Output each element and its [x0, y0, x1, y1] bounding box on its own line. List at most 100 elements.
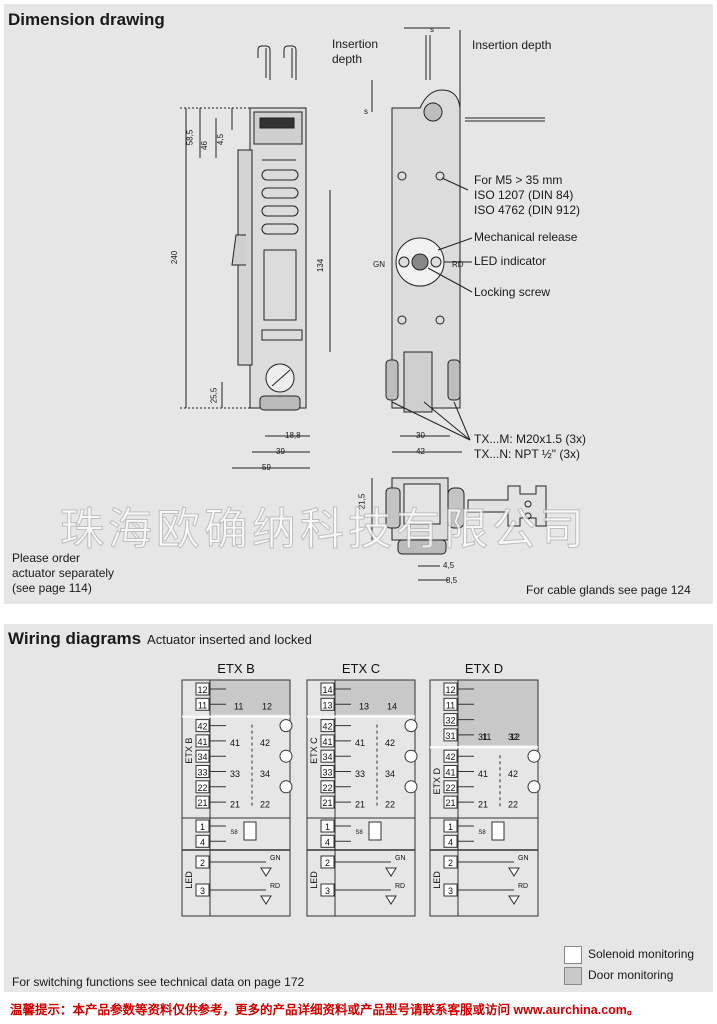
dim-39: 39: [276, 447, 285, 456]
terminal-number: 4: [200, 837, 205, 847]
locking-screw-callout: Locking screw: [474, 285, 551, 299]
terminal-number: 2: [200, 858, 205, 868]
dimension-drawing: [180, 27, 547, 581]
contact-label: 32: [508, 732, 518, 742]
dim-18-8: 18,8: [285, 431, 301, 440]
legend-label-solenoid: Solenoid monitoring: [588, 947, 695, 961]
legend-label-door: Door monitoring: [588, 968, 674, 982]
footer-notice: 温馨提示：本产品参数等资料仅供参考，更多的产品详细资料或产品型号请联系客服或访问…: [10, 1003, 640, 1017]
contact-label: 22: [260, 799, 270, 809]
terminal-number: 42: [197, 722, 207, 732]
door-monitoring-area: [335, 680, 415, 715]
terminal-number: 2: [448, 858, 453, 868]
insertion-depth-label-right: Insertion depth: [472, 38, 552, 52]
rd-label: RD: [452, 260, 464, 269]
contact-label: 31: [478, 732, 488, 742]
led-rd-label: RD: [270, 883, 280, 890]
terminal-number: 11: [446, 700, 455, 710]
contact-label: 11: [234, 702, 243, 712]
terminal-number: 21: [322, 798, 332, 808]
contact-label: 21: [355, 799, 365, 809]
terminal-number: 11: [198, 700, 207, 710]
terminal-number: 4: [325, 837, 330, 847]
contact-label: 22: [385, 799, 395, 809]
legend-swatch-solenoid: [564, 946, 582, 964]
contact-label: 21: [230, 799, 240, 809]
terminal-number: 32: [445, 716, 455, 726]
terminal-number: 22: [322, 783, 332, 793]
monitor-arrow-icon: [404, 749, 418, 763]
contact-label: 34: [385, 769, 395, 779]
dimension-drawing-panel: [4, 4, 713, 604]
terminal-number: 3: [200, 886, 205, 896]
contact-label: 41: [478, 769, 488, 779]
monitor-arrow-icon: [527, 780, 541, 794]
terminal-number: 33: [322, 768, 332, 778]
coil-symbol: S8: [478, 830, 486, 836]
terminal-number: 3: [448, 886, 453, 896]
terminal-number: 1: [325, 822, 330, 832]
terminal-number: 34: [322, 752, 332, 762]
contact-label: 13: [359, 702, 369, 712]
led-side-label: LED: [432, 871, 442, 889]
led-indicator-callout: LED indicator: [474, 254, 547, 268]
terminal-number: 12: [197, 685, 207, 695]
diagram-frame: [181, 679, 291, 917]
dim-30: 30: [416, 431, 425, 440]
terminal-number: 14: [322, 685, 332, 695]
cable-gland-callout: TX...M: M20x1.5 (3x) TX...N: NPT ½" (3x): [474, 432, 587, 461]
diagram-title: ETX B: [217, 661, 255, 676]
led-rd-label: RD: [395, 883, 405, 890]
dim-8-5: 8,5: [446, 576, 458, 585]
terminal-number: 3: [325, 886, 330, 896]
led-gn-icon: [385, 867, 397, 877]
led-gn-icon: [508, 867, 520, 877]
led-side-label: LED: [184, 871, 194, 889]
led-rd-icon: [508, 895, 520, 905]
insertion-depth-label: Insertion depth: [332, 37, 379, 66]
diagram-title: ETX C: [342, 661, 380, 676]
led-rd-label: RD: [518, 883, 528, 890]
terminal-number: 4: [448, 837, 453, 847]
terminal-number: 12: [445, 685, 455, 695]
led-gn-label: GN: [395, 855, 406, 862]
door-monitoring-area: [210, 680, 290, 715]
terminal-number: 1: [448, 822, 453, 832]
led-side-label: LED: [309, 871, 319, 889]
terminal-number: 42: [445, 752, 455, 762]
led-rd-icon: [385, 895, 397, 905]
terminal-number: 34: [197, 752, 207, 762]
contact-label: 34: [260, 769, 270, 779]
legend-swatch-door: [564, 967, 582, 985]
terminal-number: 31: [445, 731, 455, 741]
switching-note: For switching functions see technical da…: [12, 975, 305, 989]
terminal-number: 42: [322, 722, 332, 732]
diagram-title: ETX D: [465, 661, 503, 676]
terminal-number: 22: [197, 783, 207, 793]
diagram-frame: [429, 679, 539, 917]
monitor-arrow-icon: [279, 749, 293, 763]
gn-label: GN: [373, 260, 385, 269]
dim-4-5-b: 4,5: [443, 561, 455, 570]
contact-label: 11: [482, 732, 491, 742]
terminal-number: 1: [200, 822, 205, 832]
dim-42: 42: [416, 447, 425, 456]
monitor-arrow-icon: [527, 749, 541, 763]
terminal-number: 22: [445, 783, 455, 793]
terminal-number: 41: [322, 737, 332, 747]
monitor-arrow-icon: [404, 719, 418, 733]
watermark: 珠海欧确纳科技有限公司: [60, 504, 588, 556]
terminal-number: 21: [197, 798, 207, 808]
terminal-number: 13: [322, 700, 332, 710]
cable-glands-note: For cable glands see page 124: [526, 583, 691, 597]
contact-label: 33: [355, 769, 365, 779]
dimension-title: Dimension drawing: [8, 10, 165, 29]
order-note: Please order actuator separately (see pa…: [12, 551, 115, 595]
terminal-number: 41: [197, 737, 207, 747]
contact-label: 41: [230, 738, 240, 748]
contact-label: 22: [508, 799, 518, 809]
dim-59: 59: [262, 463, 271, 472]
terminal-number: 33: [197, 768, 207, 778]
